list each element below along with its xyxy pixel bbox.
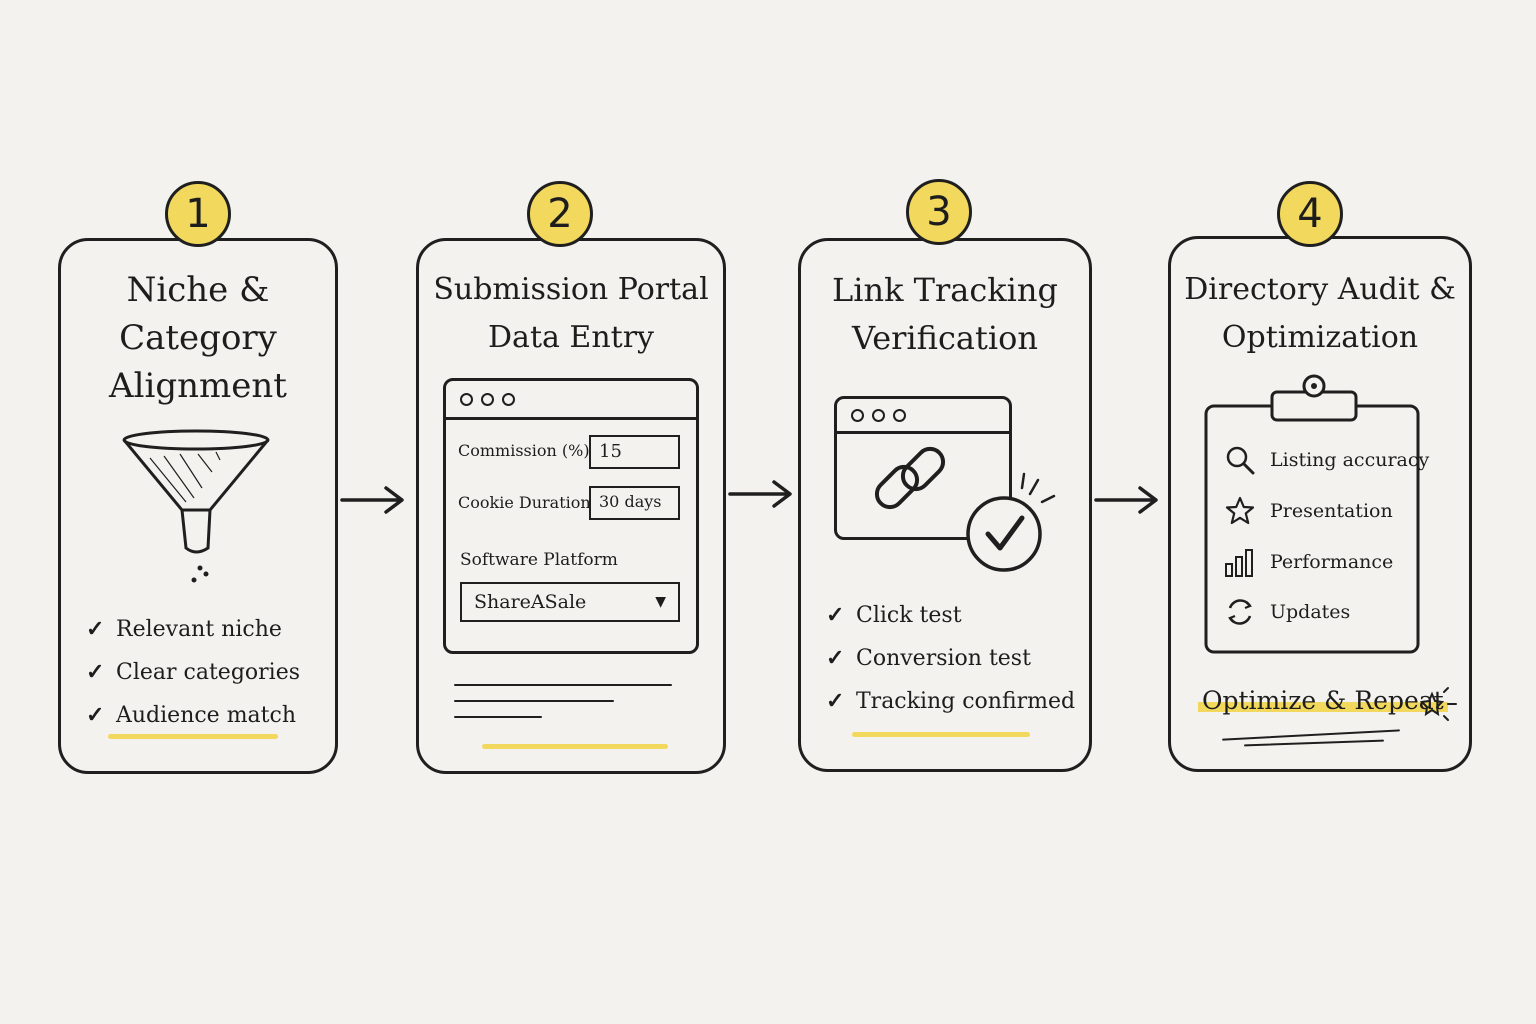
check-icon: ✓ xyxy=(826,688,845,714)
platform-select[interactable]: ShareASale ▼ xyxy=(460,582,680,622)
bar-chart-icon xyxy=(1225,549,1253,577)
audit-item: Listing accuracy xyxy=(1224,444,1429,476)
refresh-icon xyxy=(1228,599,1252,625)
step-3-title: Link Tracking Verification xyxy=(831,271,1058,357)
checklist-item: ✓Conversion test xyxy=(826,637,1075,680)
funnel-icon xyxy=(122,429,270,583)
highlight-underline xyxy=(482,744,668,749)
clipboard-icon xyxy=(1204,374,1420,654)
checklist-item: ✓Tracking confirmed xyxy=(826,680,1075,723)
step-2-title: Submission Portal Data Entry xyxy=(433,272,709,355)
sparkle-star-icon xyxy=(1419,687,1457,721)
window-dot-icon xyxy=(460,392,473,406)
check-icon: ✓ xyxy=(86,702,105,728)
link-chain-icon xyxy=(874,446,946,510)
cookie-duration-field[interactable]: 30 days xyxy=(589,486,680,520)
platform-select-value: ShareASale xyxy=(474,591,587,613)
step-1-number: 1 xyxy=(185,191,211,237)
window-dot-icon xyxy=(893,408,906,422)
checklist-item: ✓Audience match xyxy=(86,694,300,737)
step-3-number: 3 xyxy=(926,189,952,235)
commission-field[interactable]: 15 xyxy=(589,435,680,469)
browser-window xyxy=(834,396,1012,540)
check-icon: ✓ xyxy=(86,616,105,642)
highlight-underline xyxy=(852,732,1030,737)
window-dot-icon xyxy=(872,408,885,422)
audit-item: Presentation xyxy=(1224,495,1393,527)
window-titlebar xyxy=(837,399,1009,434)
step-2-badge: 2 xyxy=(527,181,593,247)
step-1-checklist: ✓Relevant niche ✓Clear categories ✓Audie… xyxy=(86,608,300,737)
audit-item: Performance xyxy=(1224,546,1393,578)
step-4-badge: 4 xyxy=(1277,181,1343,247)
step-3-checklist: ✓Click test ✓Conversion test ✓Tracking c… xyxy=(826,594,1075,723)
text-placeholder-line xyxy=(454,700,614,702)
check-icon: ✓ xyxy=(86,659,105,685)
checklist-item: ✓Clear categories xyxy=(86,651,300,694)
step-1-title: Niche & Category Alignment xyxy=(109,270,287,406)
portal-window xyxy=(443,378,699,654)
platform-label: Software Platform xyxy=(460,550,618,570)
text-placeholder-line xyxy=(454,684,672,686)
arrow-right-icon xyxy=(728,480,792,508)
check-icon: ✓ xyxy=(826,602,845,628)
arrow-right-icon xyxy=(340,486,404,514)
step-4-number: 4 xyxy=(1297,191,1323,237)
step-3-badge: 3 xyxy=(906,179,972,245)
window-dot-icon xyxy=(481,392,494,406)
commission-label: Commission (%) xyxy=(458,441,590,460)
audit-item: Updates xyxy=(1224,596,1350,628)
step-2-number: 2 xyxy=(547,191,573,237)
star-icon xyxy=(1225,496,1255,525)
check-icon: ✓ xyxy=(826,645,845,671)
text-placeholder-line xyxy=(454,716,542,718)
checklist-item: ✓Click test xyxy=(826,594,1075,637)
checklist-item: ✓Relevant niche xyxy=(86,608,300,651)
optimize-repeat-label: Optimize & Repeat xyxy=(1198,686,1448,715)
step-1-badge: 1 xyxy=(165,181,231,247)
highlight-underline xyxy=(108,734,278,739)
arrow-right-icon xyxy=(1094,486,1158,514)
chevron-down-icon: ▼ xyxy=(655,594,666,610)
check-circle-icon xyxy=(966,472,1056,572)
window-titlebar xyxy=(446,381,696,420)
step-4-title: Directory Audit & Optimization xyxy=(1184,272,1456,355)
magnifier-icon xyxy=(1226,446,1255,475)
window-dot-icon xyxy=(502,392,515,406)
cookie-duration-label: Cookie Duration xyxy=(458,493,591,512)
window-dot-icon xyxy=(851,408,864,422)
